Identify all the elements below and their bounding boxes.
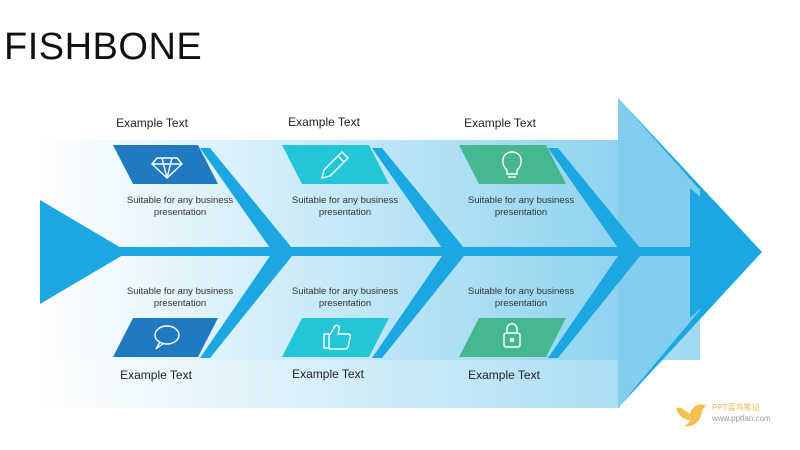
rib-bottom-1	[200, 256, 292, 358]
rib-top-2	[372, 148, 464, 248]
lightbulb-icon	[502, 151, 522, 178]
speech-bubble-icon	[154, 325, 180, 350]
bottom-desc-2: Suitable for any business presentation	[291, 286, 399, 309]
top-label-3: Example Text	[464, 116, 536, 130]
brand-url: www.pptfan.com	[712, 414, 771, 423]
tag-bottom-3	[459, 318, 566, 357]
thumbs-up-icon	[323, 324, 352, 350]
fish-head-front	[690, 188, 762, 318]
bottom-label-3: Example Text	[468, 368, 540, 382]
bottom-label-1: Example Text	[120, 368, 192, 382]
top-desc-3: Suitable for any business presentation	[467, 195, 575, 218]
brand-name: PPT蓝鸟笔记	[712, 403, 760, 412]
tag-bottom-1	[113, 318, 218, 357]
bottom-desc-1: Suitable for any business presentation	[126, 286, 234, 309]
rib-bottom-2	[372, 256, 464, 358]
rib-top-3	[548, 148, 640, 248]
bottom-label-2: Example Text	[292, 367, 364, 381]
rib-bottom-3	[548, 256, 640, 358]
pencil-icon	[321, 151, 349, 179]
fish-spine	[100, 247, 720, 256]
lock-icon	[503, 323, 521, 348]
top-label-1: Example Text	[116, 116, 188, 130]
tag-top-2	[282, 145, 389, 184]
bottom-desc-3: Suitable for any business presentation	[467, 286, 575, 309]
page-title: FISHBONE	[4, 26, 203, 68]
diamond-icon	[151, 157, 183, 179]
tag-bottom-2	[282, 318, 389, 357]
bird-logo-icon	[676, 404, 706, 427]
fish-tail	[40, 200, 128, 304]
top-desc-1: Suitable for any business presentation	[126, 195, 234, 218]
top-desc-2: Suitable for any business presentation	[291, 195, 399, 218]
top-label-2: Example Text	[288, 115, 360, 129]
tag-top-3	[459, 145, 566, 184]
rib-top-1	[200, 148, 292, 248]
